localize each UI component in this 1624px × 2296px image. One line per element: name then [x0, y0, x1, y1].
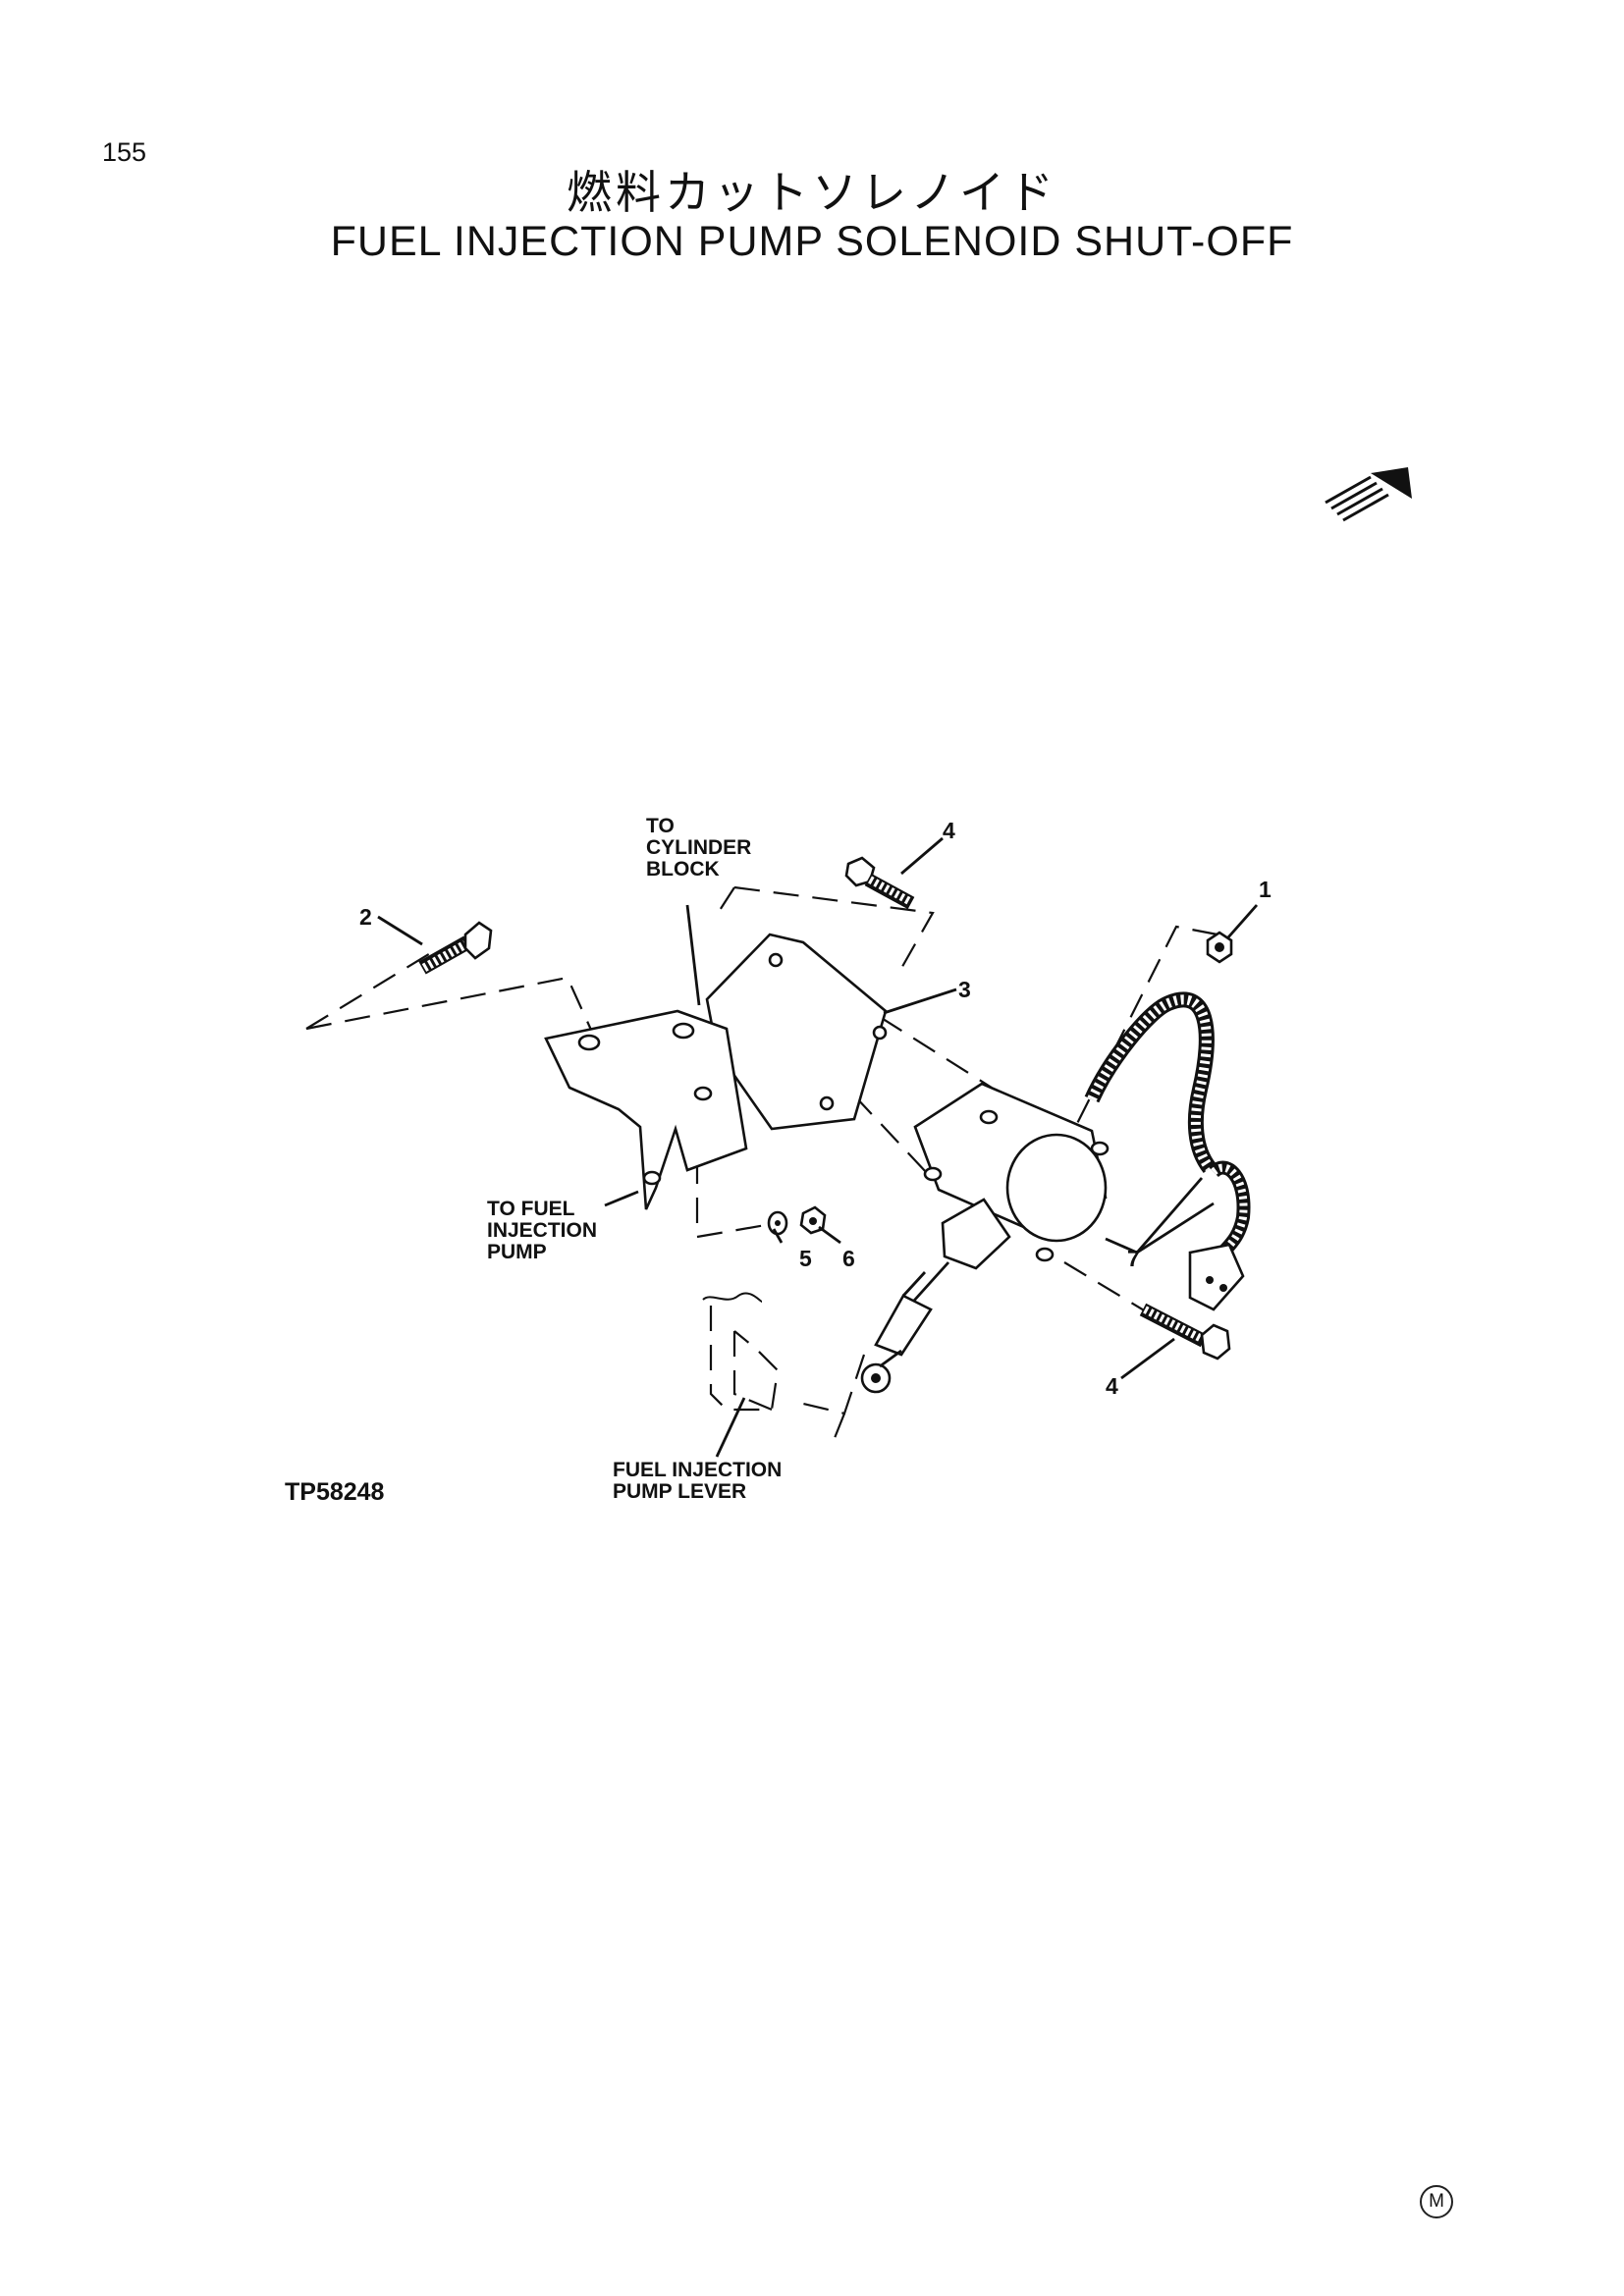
bolt-part-4-bottom [1139, 1303, 1231, 1361]
mounting-bracket [544, 904, 888, 1210]
part-number-3: 3 [958, 977, 971, 1002]
title-japanese: 燃料カットソレノイド [567, 166, 1057, 219]
washer-part-5 [767, 1210, 788, 1236]
label-to-fuel-injection-pump-2: INJECTION [487, 1219, 597, 1242]
label-to-cylinder-block-3: BLOCK [646, 858, 720, 881]
callout-leaders [377, 836, 1259, 1458]
label-pump-lever-1: FUEL INJECTION [613, 1459, 782, 1481]
direction-arrow-icon [1325, 467, 1412, 522]
part-number-7: 7 [1127, 1246, 1140, 1271]
part-number-6: 6 [842, 1246, 855, 1271]
title-english: FUEL INJECTION PUMP SOLENOID SHUT-OFF [330, 218, 1294, 265]
part-number-4-bottom: 4 [1106, 1373, 1118, 1399]
part-number-2: 2 [359, 904, 372, 930]
label-to-cylinder-block-1: TO [646, 815, 675, 837]
page-number: 155 [102, 137, 147, 167]
solenoid-part-7 [860, 991, 1251, 1394]
bolt-part-2 [418, 921, 493, 975]
bolt-part-4-top [844, 856, 915, 910]
figure-code: TP58248 [285, 1478, 385, 1506]
part-number-1: 1 [1259, 877, 1272, 902]
label-pump-lever-2: PUMP LEVER [613, 1480, 746, 1503]
part-number-4-top: 4 [943, 818, 955, 843]
label-to-fuel-injection-pump-1: TO FUEL [487, 1198, 575, 1220]
fuel-injection-pump-lever [702, 1292, 780, 1412]
label-to-fuel-injection-pump-3: PUMP [487, 1241, 547, 1263]
label-to-cylinder-block-2: CYLINDER [646, 836, 751, 859]
registered-m-icon: M [1420, 2185, 1453, 2218]
nut-part-1 [1206, 931, 1233, 964]
part-number-5: 5 [799, 1246, 812, 1271]
